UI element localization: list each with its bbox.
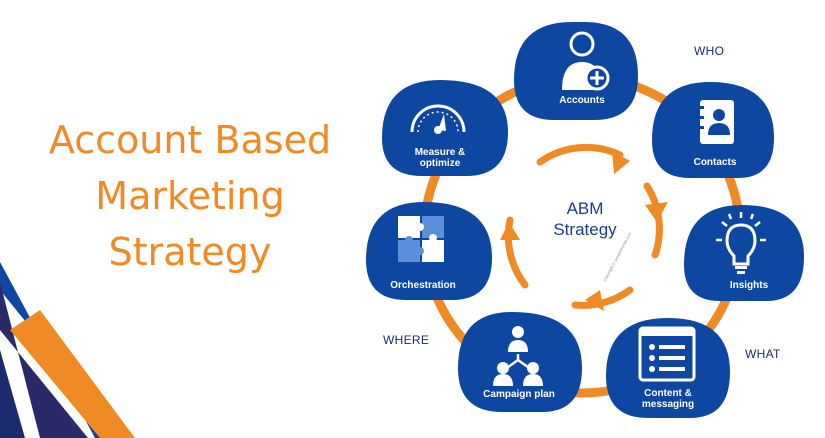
arrowheads bbox=[500, 151, 668, 311]
puzzle-icon bbox=[398, 216, 444, 262]
node-label-measure-optimize: Measure & optimize bbox=[400, 147, 480, 169]
node-contacts bbox=[652, 82, 774, 178]
arrowhead-left bbox=[500, 222, 520, 240]
gauge-icon bbox=[410, 104, 466, 134]
content-list-icon bbox=[638, 326, 696, 382]
node-label-campaign-plan: Campaign plan bbox=[483, 389, 555, 400]
node-label-content-line-2: messaging bbox=[641, 399, 695, 410]
node-label-measure-line-1: Measure & bbox=[414, 147, 466, 158]
node-campaign-plan bbox=[458, 312, 582, 412]
center-label: ABM Strategy bbox=[535, 198, 635, 240]
node-content-messaging bbox=[606, 318, 730, 418]
arc-top bbox=[536, 143, 624, 166]
arrowhead-top bbox=[612, 151, 630, 174]
center-label-line-2: Strategy bbox=[553, 220, 617, 239]
node-measure-optimize bbox=[382, 80, 508, 176]
person-plus-icon bbox=[562, 31, 610, 91]
node-label-accounts: Accounts bbox=[559, 95, 605, 106]
side-label-what: WHAT bbox=[745, 347, 781, 361]
stripe-orange bbox=[10, 310, 135, 438]
stripe-navy bbox=[0, 282, 88, 438]
arrowhead-right bbox=[645, 202, 668, 222]
team-network-icon bbox=[493, 326, 543, 386]
node-label-insights: Insights bbox=[729, 280, 769, 291]
node-insights bbox=[684, 205, 804, 301]
title-line-2: Marketing bbox=[95, 174, 285, 218]
arrowhead-bottom bbox=[585, 290, 604, 311]
side-label-who: WHO bbox=[694, 44, 725, 58]
title-line-1: Account Based bbox=[48, 118, 332, 162]
node-label-content-line-1: Content & bbox=[644, 388, 692, 399]
node-label-contacts: Contacts bbox=[693, 157, 737, 168]
page-title: Account Based Marketing Strategy bbox=[10, 112, 370, 280]
node-label-orchestration: Orchestration bbox=[390, 280, 456, 291]
node-label-measure-line-2: optimize bbox=[419, 158, 461, 169]
node-orchestration bbox=[366, 202, 492, 300]
arc-bottom bbox=[571, 286, 634, 309]
stripe-dark bbox=[0, 350, 25, 438]
side-label-where: WHERE bbox=[383, 333, 430, 347]
lightbulb-icon bbox=[716, 212, 766, 274]
center-label-line-1: ABM bbox=[566, 199, 604, 218]
node-label-content-messaging: Content & messaging bbox=[628, 388, 708, 410]
address-book-icon bbox=[696, 100, 734, 144]
arc-right bbox=[643, 182, 663, 259]
title-line-3: Strategy bbox=[108, 230, 272, 274]
node-accounts bbox=[514, 22, 638, 120]
